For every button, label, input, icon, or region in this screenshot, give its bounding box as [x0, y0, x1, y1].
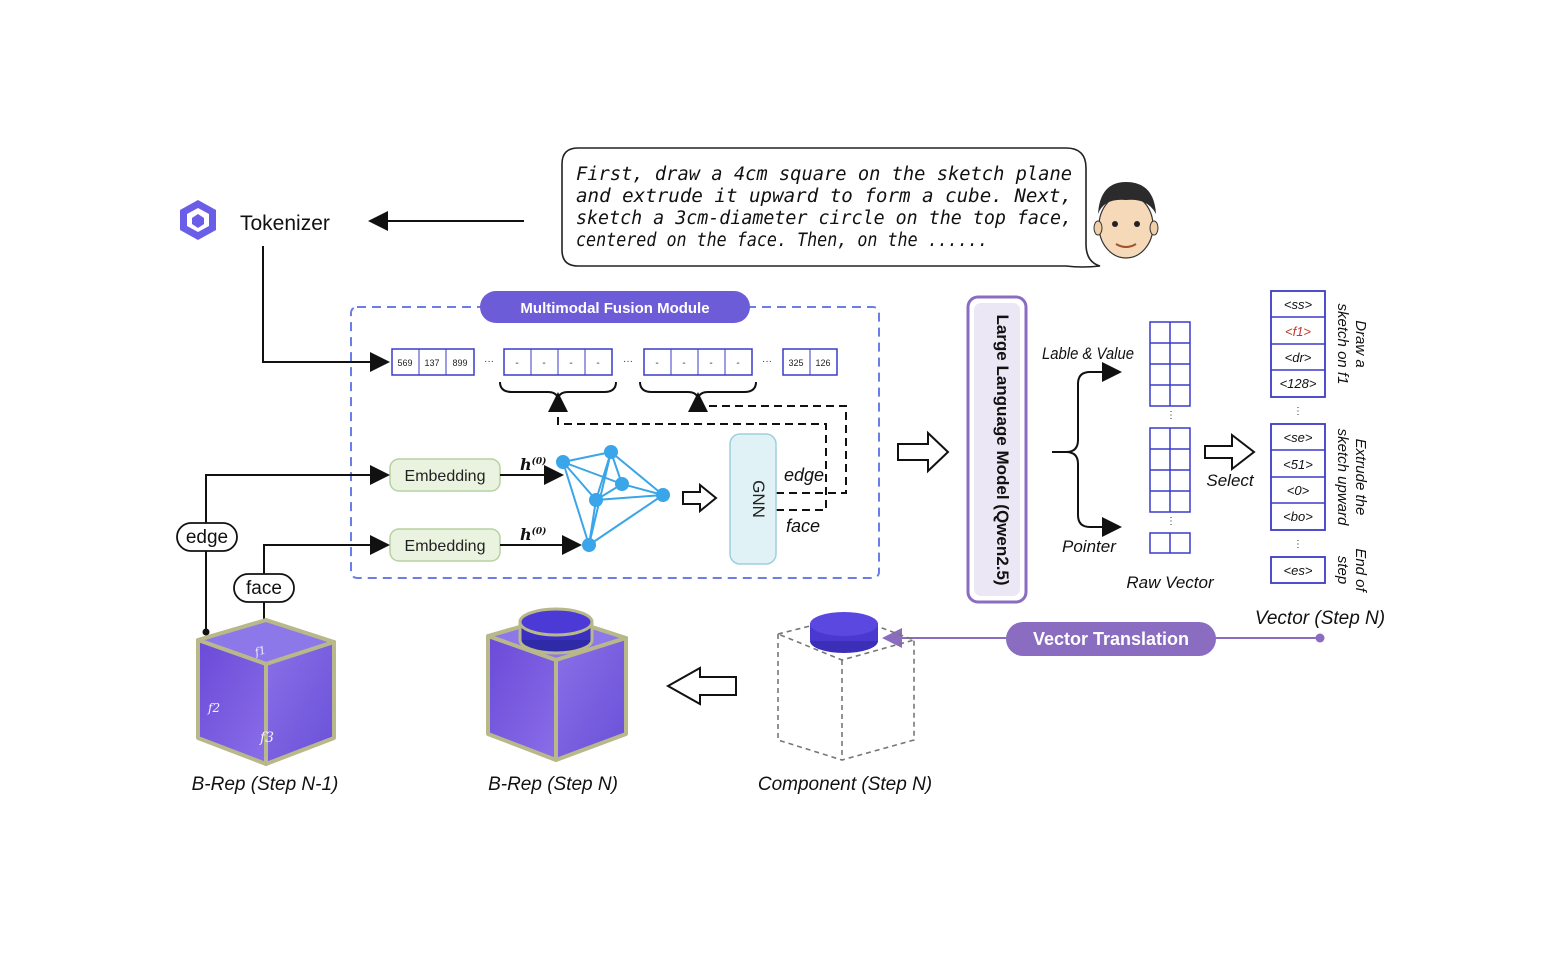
token-se: <se> [1284, 430, 1313, 445]
token-es: <es> [1284, 563, 1313, 578]
token-f1: <f1> [1285, 324, 1311, 339]
placeholder-token: - [709, 358, 712, 369]
token-ellipsis-1: ··· [484, 356, 494, 367]
pointer-label: Pointer [1062, 537, 1117, 556]
token-126: 126 [815, 358, 830, 368]
token-bo: <bo> [1283, 509, 1313, 524]
edge-tag [176, 522, 238, 552]
raw-vector-ellipsis: ⋮ [1166, 516, 1176, 527]
token-0: <0> [1287, 483, 1310, 498]
vector-step-label: Vector (Step N) [1255, 608, 1385, 629]
arrow-to-gnn-icon [682, 482, 718, 514]
note-end-1: End of [1352, 548, 1369, 593]
face-f2-label: f2 [207, 701, 220, 715]
vector-ellipsis: ⋮ [1293, 539, 1303, 550]
select-label: Select [1206, 471, 1255, 490]
token-dr: <dr> [1285, 350, 1312, 365]
face-f3-label: f3 [259, 730, 274, 746]
arrow-to-llm-icon [897, 430, 950, 474]
gnn-face-label: face [786, 516, 820, 536]
gnn-label: GNN [749, 480, 768, 518]
h-edge-letter: h [520, 455, 532, 474]
token-899: 899 [452, 358, 467, 368]
placeholder-token: - [655, 358, 658, 369]
speech-line-3: sketch a 3cm-diameter circle on the top … [576, 208, 1072, 229]
h-edge-symbol: h(0) [520, 455, 546, 474]
placeholder-token: - [736, 358, 739, 369]
h-face-letter: h [520, 525, 532, 544]
face-tag [233, 573, 295, 603]
face-tag-label: face [246, 578, 282, 599]
tokenizer-label: Tokenizer [240, 212, 330, 235]
brep-step-n-label: B-Rep (Step N) [488, 774, 618, 795]
qwen-logo-icon [180, 200, 216, 240]
token-sequence: 569 137 899 ··· - - - - ··· - - - - ··· [391, 348, 838, 376]
h-face-symbol: h(0) [520, 525, 546, 544]
graph-icon [556, 445, 670, 552]
vector-notes: Draw a sketch on f1 Extrude the sketch u… [1334, 304, 1369, 594]
edge-tag-label: edge [186, 527, 228, 548]
note-end-2: step [1334, 556, 1351, 584]
placeholder-token: - [682, 358, 685, 369]
speech-line-1: First, draw a 4cm square on the sketch p… [576, 164, 1072, 185]
component-label: Component (Step N) [758, 774, 932, 795]
llm-label: Large Language Model (Qwen2.5) [993, 314, 1012, 585]
token-ss: <ss> [1284, 297, 1313, 312]
gnn-edge-label: edge [784, 465, 824, 485]
speech-line-2: and extrude it upward to form a cube. Ne… [576, 186, 1072, 207]
token-ellipsis-2: ··· [623, 356, 633, 367]
user-avatar-icon [1093, 182, 1159, 259]
note-extrude-2: sketch upward [1334, 429, 1351, 526]
brep-step-n-cube [486, 607, 628, 762]
raw-vector-label: Raw Vector [1126, 573, 1215, 592]
fusion-module: Multimodal Fusion Module 569 137 899 ···… [350, 291, 880, 579]
vector-translation-label: Vector Translation [1033, 629, 1189, 649]
embedding-face-label: Embedding [405, 538, 486, 555]
lable-value-label: Lable & Value [1042, 344, 1134, 363]
placeholder-token: - [515, 358, 518, 369]
token-128: <128> [1280, 376, 1317, 391]
token-325: 325 [788, 358, 803, 368]
vector-ellipsis: ⋮ [1293, 406, 1303, 417]
brep-prev-label: B-Rep (Step N-1) [192, 774, 339, 795]
token-51: <51> [1283, 457, 1313, 472]
note-draw-2: sketch on f1 [1334, 304, 1351, 385]
face-f1-label: f1 [252, 643, 267, 659]
select-arrow-icon [1204, 432, 1256, 472]
placeholder-token: - [542, 358, 545, 369]
placeholder-token: - [596, 358, 599, 369]
fusion-title-pill [480, 291, 750, 323]
vector-token-column: <ss> <f1> <dr> <128> ⋮ <se> <51> <0> <bo… [1270, 290, 1326, 584]
brep-prev-cube: f1 f2 f3 [196, 618, 336, 766]
gnn-box [729, 433, 777, 565]
embedding-edge-label: Embedding [405, 468, 486, 485]
token-ellipsis-3: ··· [762, 356, 772, 367]
token-569: 569 [397, 358, 412, 368]
raw-vector-grid [1149, 321, 1191, 554]
arrow-to-brep-icon [665, 666, 737, 706]
fusion-title: Multimodal Fusion Module [520, 300, 709, 317]
vector-translation-pill [1006, 622, 1216, 656]
raw-vector-ellipsis: ⋮ [1166, 410, 1176, 421]
note-extrude-1: Extrude the [1352, 439, 1369, 516]
note-draw-1: Draw a [1352, 320, 1369, 368]
token-137: 137 [424, 358, 439, 368]
speech-bubble: First, draw a 4cm square on the sketch p… [561, 147, 1101, 268]
speech-line-4: centered on the face. Then, on the .....… [576, 230, 988, 251]
placeholder-token: - [569, 358, 572, 369]
component-wireframe [775, 612, 917, 761]
